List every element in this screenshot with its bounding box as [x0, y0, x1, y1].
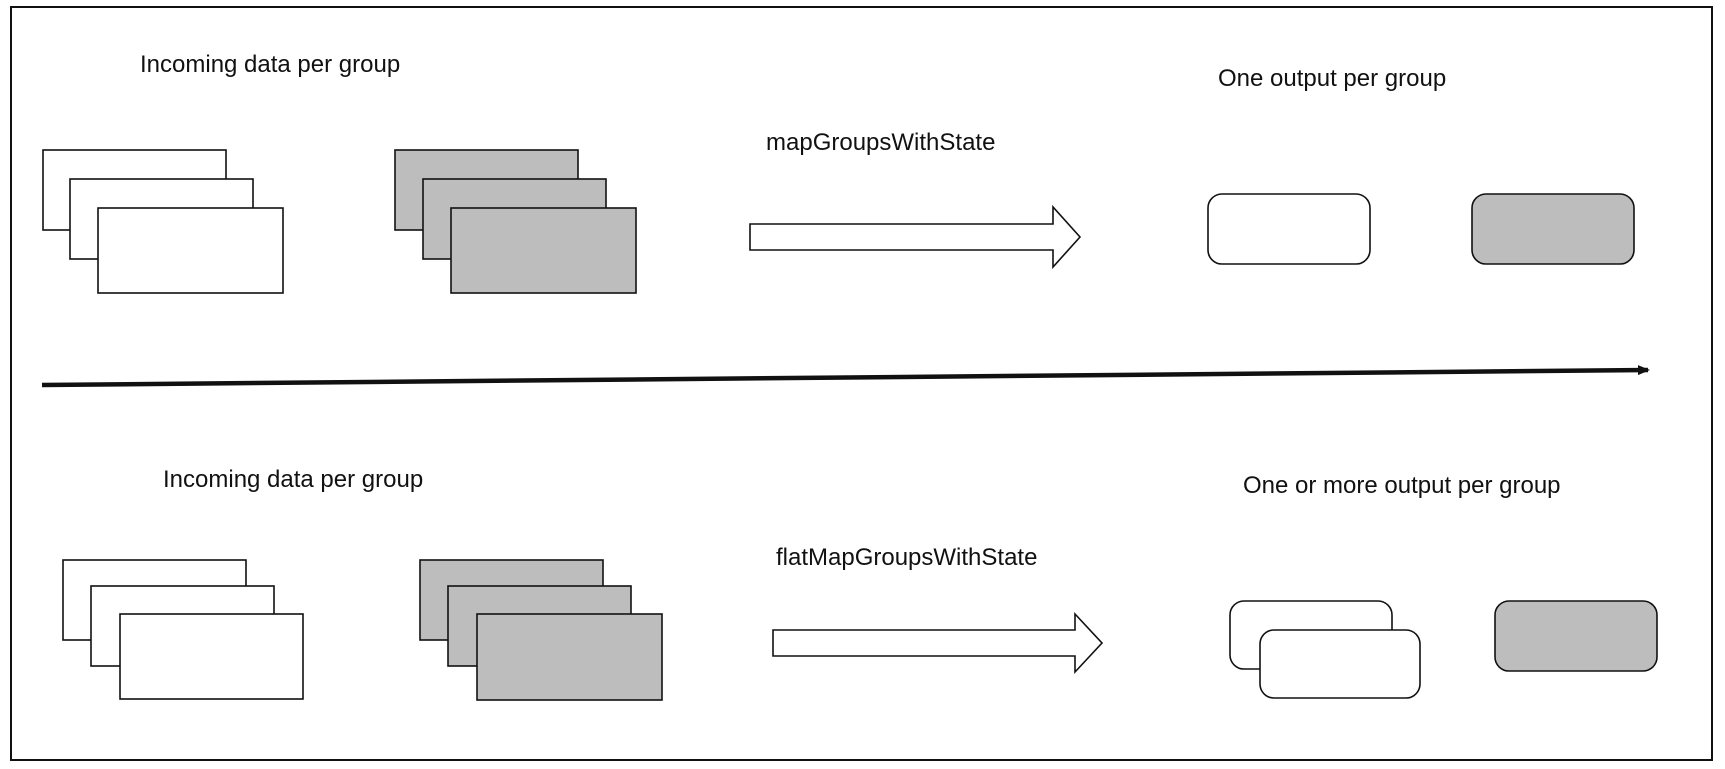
diagram-frame — [10, 6, 1713, 761]
hollow-right-arrow-icon — [749, 204, 1082, 270]
timeline-arrow-icon — [41, 365, 1650, 388]
bottom-output-label: One or more output per group — [1243, 472, 1561, 499]
top-gray-input-stack — [394, 149, 637, 294]
bottom-white-input-stack — [62, 559, 304, 700]
hollow-right-arrow-icon — [772, 611, 1104, 675]
bottom-input-label: Incoming data per group — [163, 466, 423, 493]
top-operation-label: mapGroupsWithState — [766, 129, 995, 156]
bottom-white-output-stack — [1229, 600, 1421, 699]
top-gray-output — [1471, 193, 1635, 265]
output-card — [1259, 629, 1421, 699]
stack-card — [450, 207, 637, 294]
stack-card — [119, 613, 304, 700]
top-white-output — [1207, 193, 1371, 265]
stack-card — [476, 613, 663, 701]
bottom-gray-input-stack — [419, 559, 663, 701]
bottom-gray-output — [1494, 600, 1658, 672]
stack-card — [97, 207, 284, 294]
top-output-label: One output per group — [1218, 65, 1446, 92]
top-white-input-stack — [42, 149, 284, 294]
top-input-label: Incoming data per group — [140, 51, 400, 78]
bottom-operation-label: flatMapGroupsWithState — [776, 544, 1037, 571]
